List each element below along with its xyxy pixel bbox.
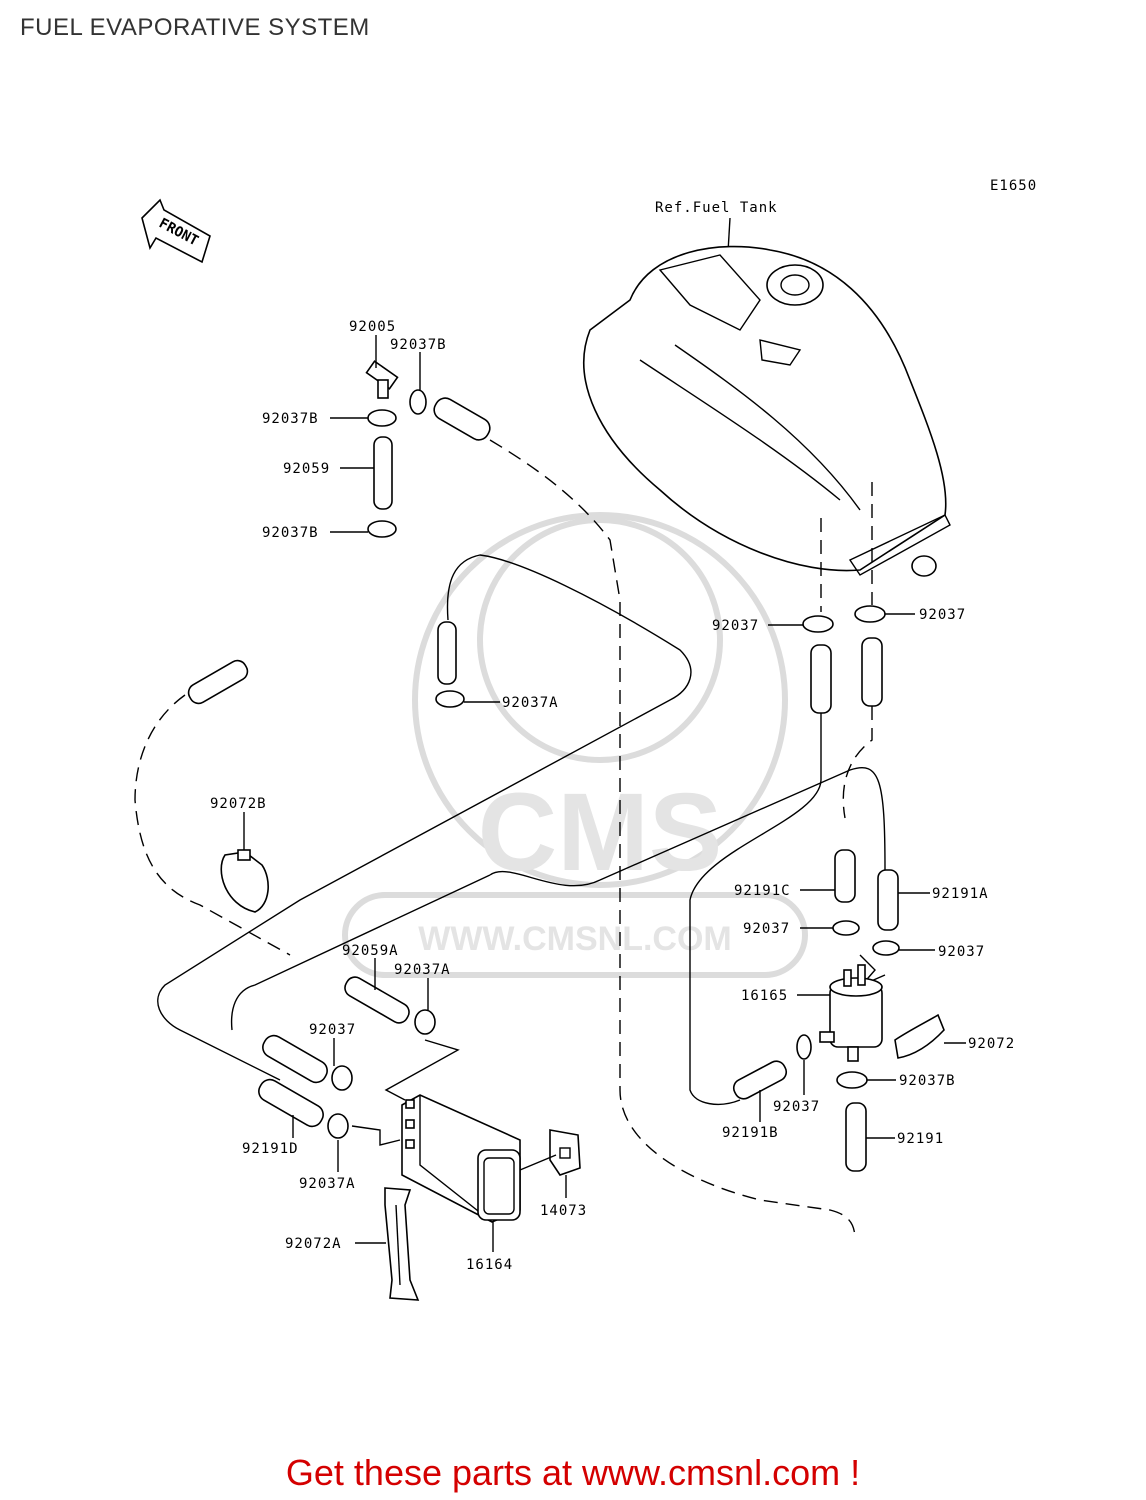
leader-lines <box>243 335 966 1252</box>
clamp-92037-lower <box>331 1065 353 1091</box>
part-label: 92037A <box>394 962 451 978</box>
hose-92191a <box>877 869 899 931</box>
band-92072a <box>384 1187 420 1301</box>
hose-92191 <box>845 1102 867 1172</box>
hose-mid-left <box>262 1034 328 1084</box>
part-label: 16165 <box>741 988 788 1004</box>
fuel-tank <box>583 245 951 577</box>
hose-92059 <box>373 436 393 510</box>
hose-92059a <box>344 976 410 1024</box>
part-label: 92037B <box>899 1073 956 1089</box>
clamp-92037b-left2 <box>367 520 397 538</box>
hose-mid <box>437 621 457 685</box>
clamp-92037-c1 <box>832 920 860 936</box>
band-92072b <box>220 851 269 913</box>
clamp-92037-c2 <box>872 940 900 956</box>
clamp-92037b-left1 <box>367 409 397 427</box>
diagram-code: E1650 <box>990 178 1037 194</box>
part-label: 92037B <box>390 337 447 353</box>
part-label: 92037 <box>919 607 966 623</box>
part-label: 92005 <box>349 319 396 335</box>
footer-link[interactable]: Get these parts at www.cmsnl.com ! <box>285 1452 861 1493</box>
part-label: 92191D <box>242 1141 299 1157</box>
part-label: 14073 <box>540 1203 587 1219</box>
part-label: 92191C <box>734 883 791 899</box>
watermark: CMS WWW.CMSNL.COM <box>342 512 808 978</box>
hose-top <box>433 397 491 441</box>
part-label: 92037 <box>309 1022 356 1038</box>
clamp-92037a-mid <box>435 690 465 708</box>
part-label: 92037 <box>743 921 790 937</box>
part-label: 92037 <box>938 944 985 960</box>
hose-left-vent <box>810 644 832 714</box>
canister-16164 <box>401 1094 521 1223</box>
hose-92191c <box>834 849 856 903</box>
page-title: FUEL EVAPORATIVE SYSTEM <box>20 14 370 41</box>
part-labels: 92005 92037B 92037B 92059 92037B 92037 9… <box>210 319 1015 1273</box>
part-label: 92037A <box>299 1176 356 1192</box>
part-label: 92191A <box>932 886 989 902</box>
hose-right-vent <box>861 637 883 707</box>
separator-16165 <box>819 964 883 1062</box>
part-label: 92072B <box>210 796 267 812</box>
hose-left <box>187 659 249 705</box>
part-label: 92037B <box>262 525 319 541</box>
bracket-14073 <box>519 1129 581 1176</box>
band-92072 <box>894 1013 945 1059</box>
part-label: 92072A <box>285 1236 342 1252</box>
ref-fuel-tank-label: Ref.Fuel Tank <box>655 200 778 216</box>
watermark-url: WWW.CMSNL.COM <box>418 920 732 958</box>
clamp-92037a-c <box>414 1009 436 1035</box>
clamp-92037b-b <box>836 1071 868 1089</box>
part-label: 92037 <box>712 618 759 634</box>
part-label: 92191B <box>722 1125 779 1141</box>
clamp-92037-l <box>802 615 834 633</box>
part-label: 92037A <box>502 695 559 711</box>
hose-92191d <box>258 1078 324 1128</box>
part-label: 92059 <box>283 461 330 477</box>
part-label: 16164 <box>466 1257 513 1273</box>
clamp-92037-b <box>796 1034 812 1060</box>
front-arrow-icon: FRONT <box>141 198 211 264</box>
hose-92191b <box>732 1060 788 1100</box>
clamp-92037a-b <box>327 1113 349 1139</box>
part-label: 92037B <box>262 411 319 427</box>
clamp-92037-r <box>854 605 886 623</box>
part-label: 92037 <box>773 1099 820 1115</box>
clamp-92037b-top <box>409 389 427 415</box>
part-label: 92072 <box>968 1036 1015 1052</box>
exploded-parts-diagram: CMS WWW.CMSNL.COM FRONT E1650 Ref.Fuel T… <box>134 178 1037 1301</box>
part-label: 92059A <box>342 943 399 959</box>
joint-92005 <box>365 360 399 399</box>
watermark-logo: CMS <box>478 771 722 894</box>
part-label: 92191 <box>897 1131 944 1147</box>
